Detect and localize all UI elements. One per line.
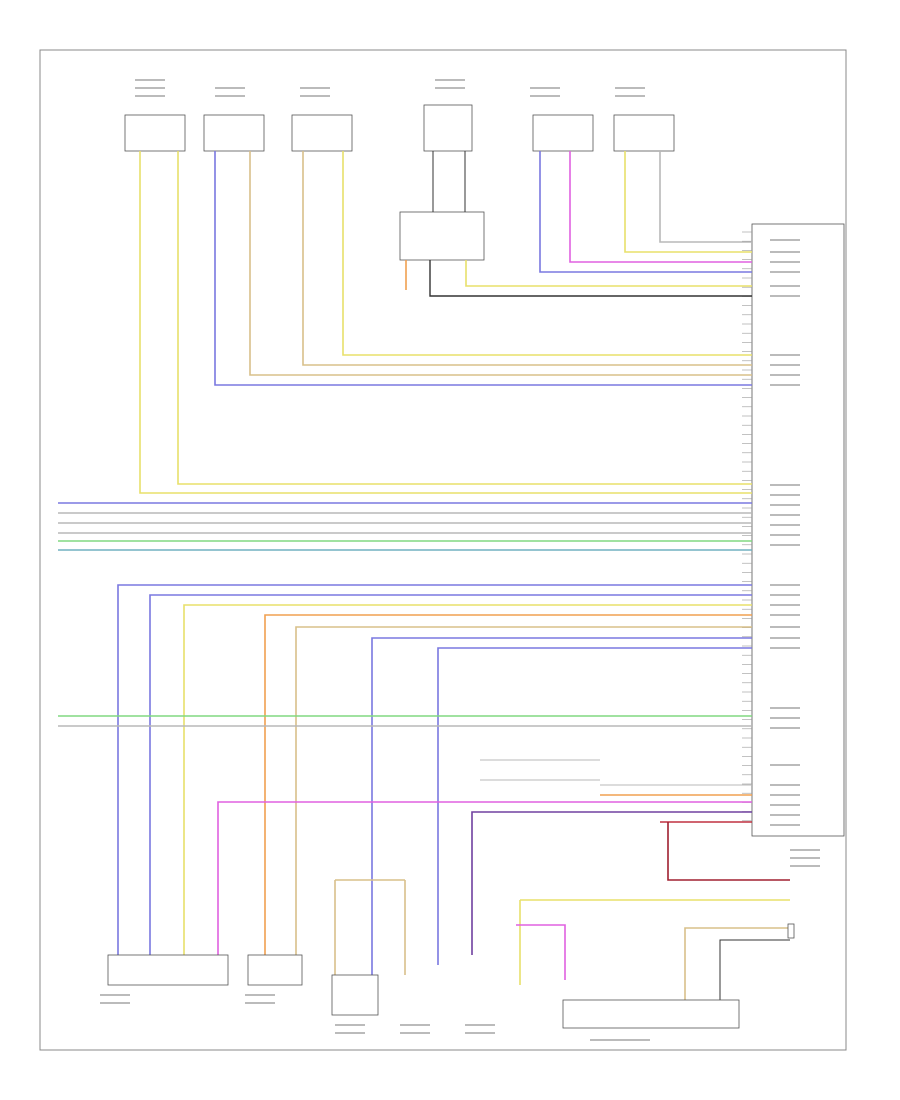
connector-pins (742, 231, 752, 822)
sensor-box-2 (203, 114, 265, 152)
sensor-box-3 (291, 114, 353, 152)
wire-gray-a (659, 151, 752, 243)
ground-point (787, 923, 795, 939)
wire-tan-a (249, 151, 752, 376)
wire-blue-b (539, 151, 752, 273)
wire-pink-b (217, 801, 752, 955)
wire-blue-f (371, 637, 752, 975)
wire-pink-a (569, 151, 752, 263)
wire-yellow-e (183, 604, 752, 955)
diagram-frame (39, 49, 847, 1051)
wire-dark-c (429, 260, 752, 297)
side-sensor-left (107, 954, 229, 986)
wire-red-b (667, 822, 790, 881)
wire-tan-c (295, 626, 752, 955)
wire-blue-a (214, 151, 752, 386)
wire-blue-g (437, 647, 752, 965)
wire-blue-e (149, 594, 752, 955)
wire-pink-c (516, 924, 566, 980)
bottom-components (107, 923, 795, 1029)
sensor-box-1 (124, 114, 186, 152)
relay-box (399, 211, 485, 261)
wire-yellow-d (624, 151, 752, 253)
top-sensors (124, 104, 675, 261)
wire-yellow-1 (139, 151, 752, 494)
seat-sensor-left (331, 974, 379, 1016)
occupant-sensor-module (562, 999, 740, 1029)
sensor-box-6 (613, 114, 675, 152)
wire-yellow-c (465, 260, 752, 287)
switch-box-4 (423, 104, 473, 152)
control-module-connector (751, 223, 845, 837)
wire-orange-a (264, 614, 752, 955)
wire-yellow-b (342, 151, 752, 356)
wires (58, 151, 790, 1000)
wire-yellow-2 (177, 151, 752, 485)
wire-dark-d (719, 939, 790, 1000)
wire-label-marks (100, 79, 820, 1041)
wire-purple-a (471, 811, 752, 955)
wire-tan-b (302, 151, 752, 366)
wire-tan-g (684, 927, 790, 1000)
wire-blue-d (117, 584, 752, 955)
sensor-box-5 (532, 114, 594, 152)
side-sensor-middle (247, 954, 303, 986)
